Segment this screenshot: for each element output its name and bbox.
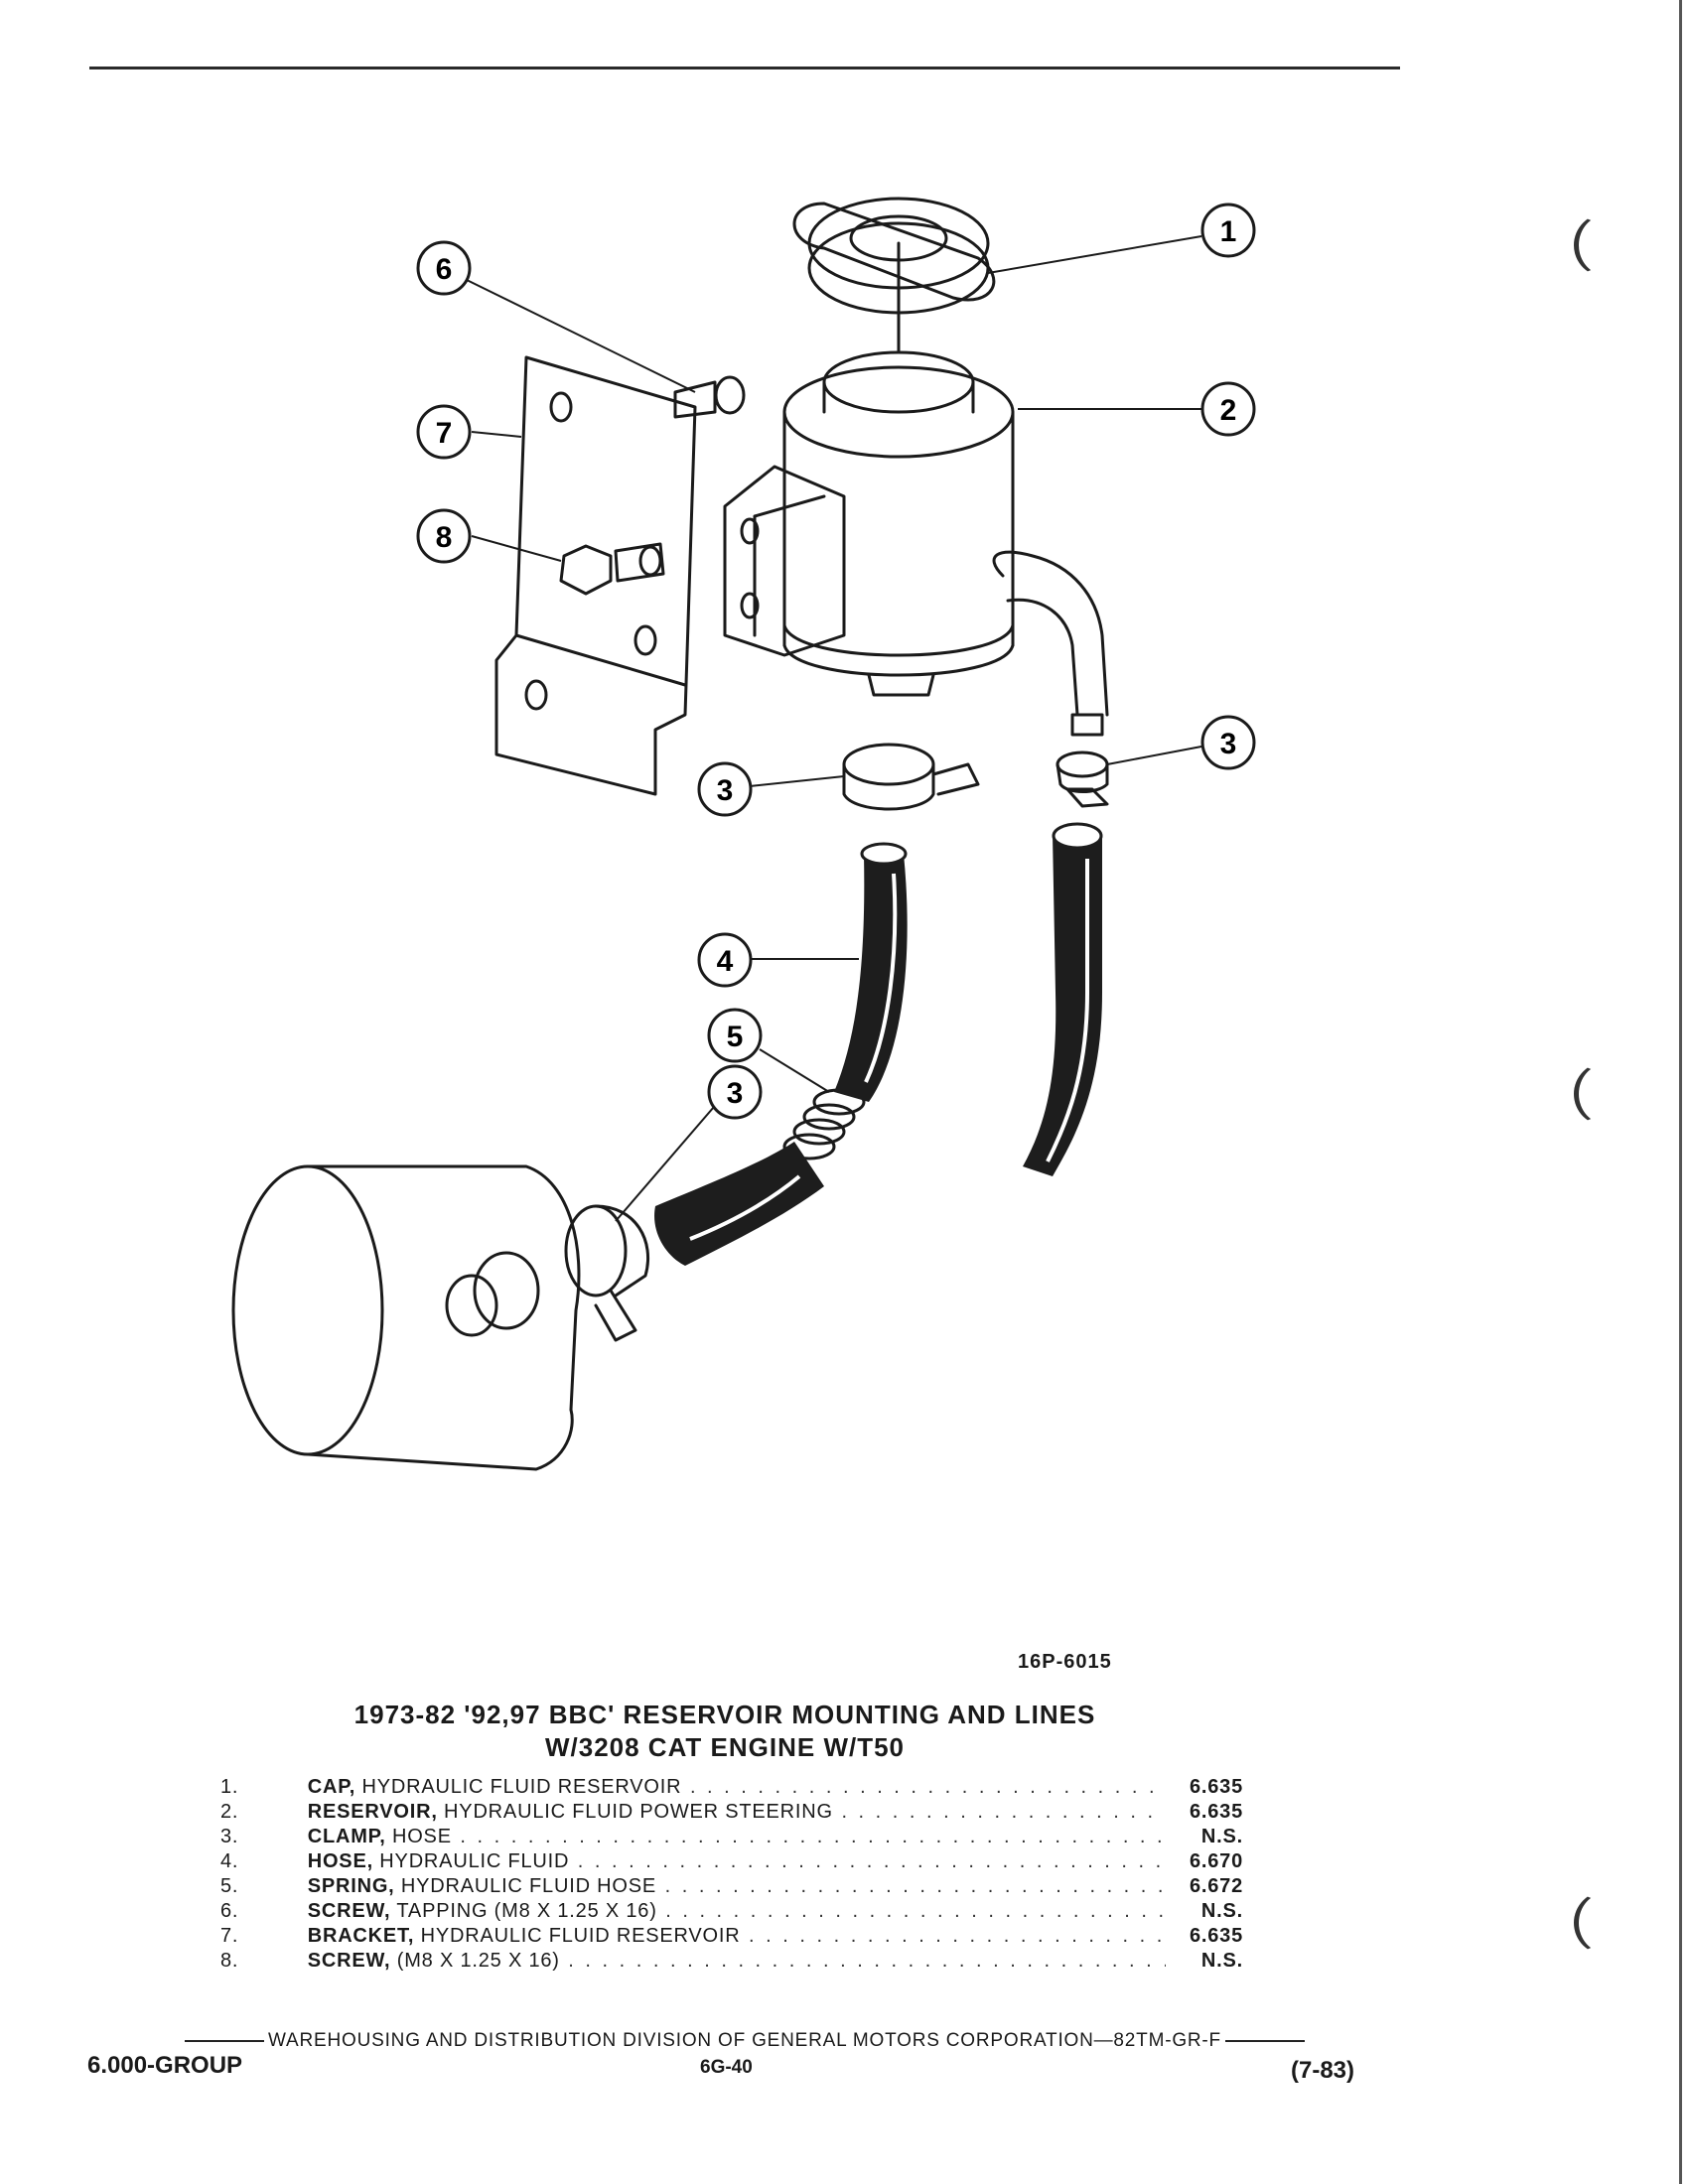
- footer-division-line: WAREHOUSING AND DISTRIBUTION DIVISION OF…: [119, 2030, 1370, 2052]
- part-description: SCREW, TAPPING (M8 X 1.25 X 16) . . . . …: [308, 1899, 1166, 1924]
- part-detail: HYDRAULIC FLUID: [372, 1850, 570, 1872]
- leader-dots: . . . . . . . . . . . . . . . . . . . . …: [664, 1875, 1167, 1897]
- part-detail: TAPPING (M8 X 1.25 X 16): [390, 1900, 657, 1922]
- part-name: BRACKET,: [307, 1925, 415, 1947]
- part-reference: 6.672: [1189, 1875, 1243, 1897]
- callout-leaders: [466, 235, 1202, 1222]
- part-detail: HYDRAULIC FLUID RESERVOIR: [355, 1776, 682, 1798]
- part-name: SCREW,: [307, 1950, 391, 1972]
- part-description: CLAMP, HOSE . . . . . . . . . . . . . . …: [308, 1825, 1166, 1849]
- parts-list: 1. CAP, HYDRAULIC FLUID RESERVOIR . . . .…: [220, 1775, 1243, 1974]
- footer-group: 6.000-GROUP: [87, 2052, 243, 2079]
- callout-3-left: 3: [717, 774, 734, 807]
- hydraulic-hose-lower: [654, 1142, 824, 1266]
- part-row: 1. CAP, HYDRAULIC FLUID RESERVOIR . . . .…: [220, 1775, 1243, 1800]
- part-name: CAP,: [307, 1776, 356, 1798]
- part-reference: 6.670: [1189, 1850, 1243, 1872]
- tapping-screw: [673, 375, 746, 419]
- part-name: RESERVOIR,: [307, 1801, 438, 1823]
- part-name: SPRING,: [307, 1875, 395, 1897]
- part-name: SCREW,: [307, 1900, 391, 1922]
- exploded-parts-diagram: 1 2 3 3 4 5 3 6 7 8: [231, 197, 1256, 1471]
- part-row: 2. RESERVOIR, HYDRAULIC FLUID POWER STEER…: [220, 1800, 1243, 1825]
- part-row: 7. BRACKET, HYDRAULIC FLUID RESERVOIR . .…: [220, 1924, 1243, 1949]
- hose-clamp-lower: [564, 1204, 650, 1342]
- callout-5: 5: [727, 1021, 744, 1053]
- footer-date: (7-83): [1291, 2057, 1355, 2084]
- reservoir-cap: [792, 197, 996, 315]
- leader-dots: . . . . . . . . . . . . . . . . . . . . …: [749, 1925, 1166, 1947]
- footer-page-number: 6G-40: [700, 2057, 753, 2078]
- part-detail: HYDRAULIC FLUID POWER STEERING: [437, 1801, 833, 1823]
- callout-markers: 1 2 3 3 4 5 3 6 7 8: [416, 203, 1256, 1120]
- part-detail: HOSE: [385, 1826, 452, 1847]
- callout-6: 6: [436, 253, 453, 286]
- part-number: 5.: [220, 1875, 239, 1897]
- leader-dots: . . . . . . . . . . . . . . . . . . . . …: [689, 1776, 1166, 1798]
- part-number: 7.: [220, 1925, 239, 1947]
- part-description: HOSE, HYDRAULIC FLUID . . . . . . . . . …: [308, 1849, 1166, 1874]
- part-description: SCREW, (M8 X 1.25 X 16) . . . . . . . . …: [308, 1949, 1166, 1974]
- callout-8: 8: [436, 521, 453, 554]
- part-row: 8. SCREW, (M8 X 1.25 X 16) . . . . . . . …: [220, 1949, 1243, 1974]
- part-row: 3. CLAMP, HOSE . . . . . . . . . . . . . …: [220, 1825, 1243, 1849]
- mounting-bracket: [494, 355, 697, 796]
- part-name: CLAMP,: [307, 1826, 386, 1847]
- callout-7: 7: [436, 417, 453, 450]
- page-edge: [1679, 0, 1682, 2184]
- part-reference: N.S.: [1200, 1826, 1243, 1847]
- part-row: 4. HOSE, HYDRAULIC FLUID . . . . . . . . …: [220, 1849, 1243, 1874]
- callout-3-lower: 3: [727, 1077, 744, 1110]
- part-reference: 6.635: [1189, 1801, 1243, 1823]
- bolt-screw: [559, 542, 665, 596]
- part-number: 3.: [220, 1826, 239, 1847]
- leader-dots: . . . . . . . . . . . . . . . . . . . . …: [577, 1850, 1166, 1872]
- part-detail: HYDRAULIC FLUID RESERVOIR: [414, 1925, 741, 1947]
- part-reference: 6.635: [1189, 1776, 1243, 1798]
- part-detail: (M8 X 1.25 X 16): [390, 1950, 560, 1972]
- page-title: 1973-82 '92,97 BBC' RESERVOIR MOUNTING A…: [353, 1700, 1096, 1729]
- hydraulic-hose-main: [834, 842, 908, 1102]
- reservoir-body: [782, 241, 1109, 737]
- hydraulic-hose-return: [1023, 822, 1103, 1176]
- part-number: 1.: [220, 1776, 239, 1798]
- figure-code: 16P-6015: [1018, 1651, 1112, 1673]
- leader-dots: . . . . . . . . . . . . . . . . . . . . …: [841, 1801, 1166, 1823]
- hose-clamp-upper-right: [1056, 751, 1109, 808]
- part-row: 6. SCREW, TAPPING (M8 X 1.25 X 16) . . . …: [220, 1899, 1243, 1924]
- part-description: RESERVOIR, HYDRAULIC FLUID POWER STEERIN…: [308, 1800, 1166, 1825]
- part-reference: N.S.: [1200, 1900, 1243, 1922]
- callout-3-right: 3: [1220, 728, 1237, 760]
- header-rule: [89, 67, 1400, 69]
- part-number: 8.: [220, 1950, 239, 1972]
- footer-division: WAREHOUSING AND DISTRIBUTION DIVISION OF…: [268, 2030, 1221, 2051]
- binder-hole-bottom: [1574, 1891, 1619, 1955]
- part-reference: N.S.: [1200, 1950, 1243, 1972]
- part-name: HOSE,: [307, 1850, 373, 1872]
- part-description: BRACKET, HYDRAULIC FLUID RESERVOIR . . .…: [308, 1924, 1166, 1949]
- page-subtitle: W/3208 CAT ENGINE W/T50: [544, 1732, 906, 1762]
- leader-dots: . . . . . . . . . . . . . . . . . . . . …: [568, 1950, 1166, 1972]
- leader-dots: . . . . . . . . . . . . . . . . . . . . …: [460, 1826, 1166, 1847]
- filter-canister: [231, 1164, 581, 1471]
- callout-2: 2: [1220, 394, 1237, 427]
- part-description: CAP, HYDRAULIC FLUID RESERVOIR . . . . .…: [308, 1775, 1166, 1800]
- binder-hole-middle: [1574, 1062, 1619, 1126]
- reservoir-mount-strap: [723, 465, 846, 657]
- part-number: 6.: [220, 1900, 239, 1922]
- leader-dots: . . . . . . . . . . . . . . . . . . . . …: [665, 1900, 1166, 1922]
- part-row: 5. SPRING, HYDRAULIC FLUID HOSE . . . . .…: [220, 1874, 1243, 1899]
- part-number: 4.: [220, 1850, 239, 1872]
- callout-1: 1: [1220, 215, 1237, 248]
- part-detail: HYDRAULIC FLUID HOSE: [394, 1875, 657, 1897]
- binder-hole-top: [1574, 213, 1619, 277]
- hose-clamp-upper-left: [842, 743, 980, 811]
- part-number: 2.: [220, 1801, 239, 1823]
- part-reference: 6.635: [1189, 1925, 1243, 1947]
- part-description: SPRING, HYDRAULIC FLUID HOSE . . . . . .…: [308, 1874, 1166, 1899]
- callout-4: 4: [717, 945, 734, 978]
